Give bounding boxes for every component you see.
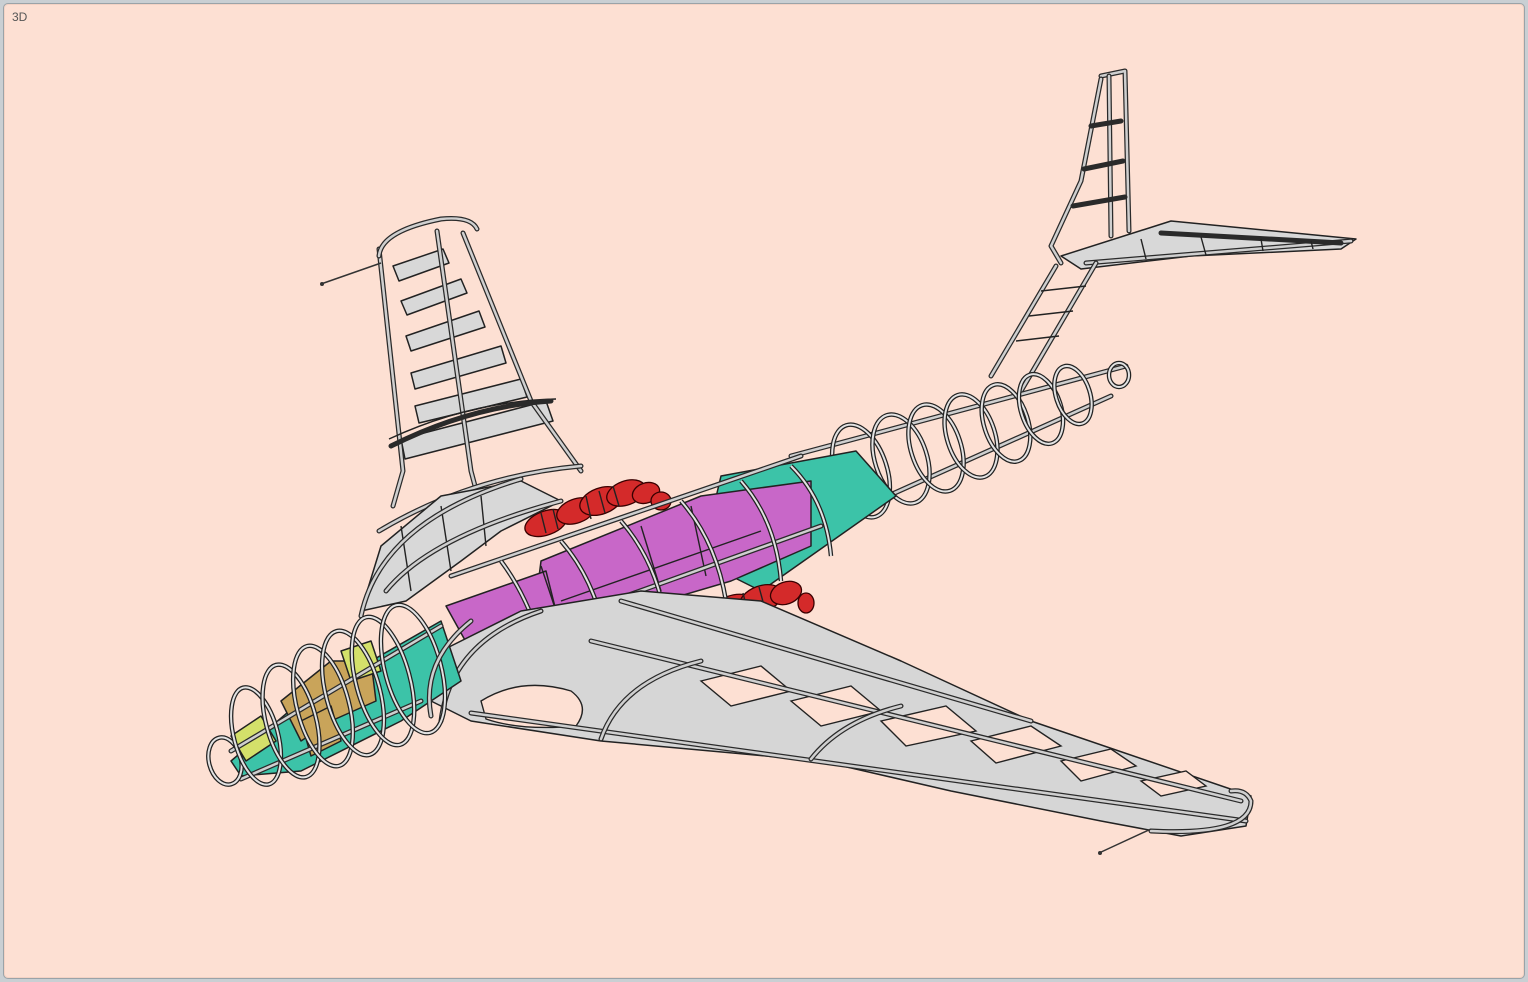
nose-frames[interactable] — [203, 598, 474, 790]
pitot-probe-lower — [1098, 828, 1152, 854]
lower-wing[interactable] — [430, 590, 1254, 855]
view-mode-label: 3D — [12, 10, 28, 24]
upper-wing[interactable] — [320, 216, 591, 534]
3d-viewport[interactable]: 3D — [3, 3, 1525, 979]
tail-assembly[interactable] — [988, 68, 1357, 394]
wing-centre-section[interactable] — [358, 476, 564, 619]
aircraft-model[interactable] — [4, 4, 1524, 978]
pitot-probe-upper — [320, 262, 382, 285]
